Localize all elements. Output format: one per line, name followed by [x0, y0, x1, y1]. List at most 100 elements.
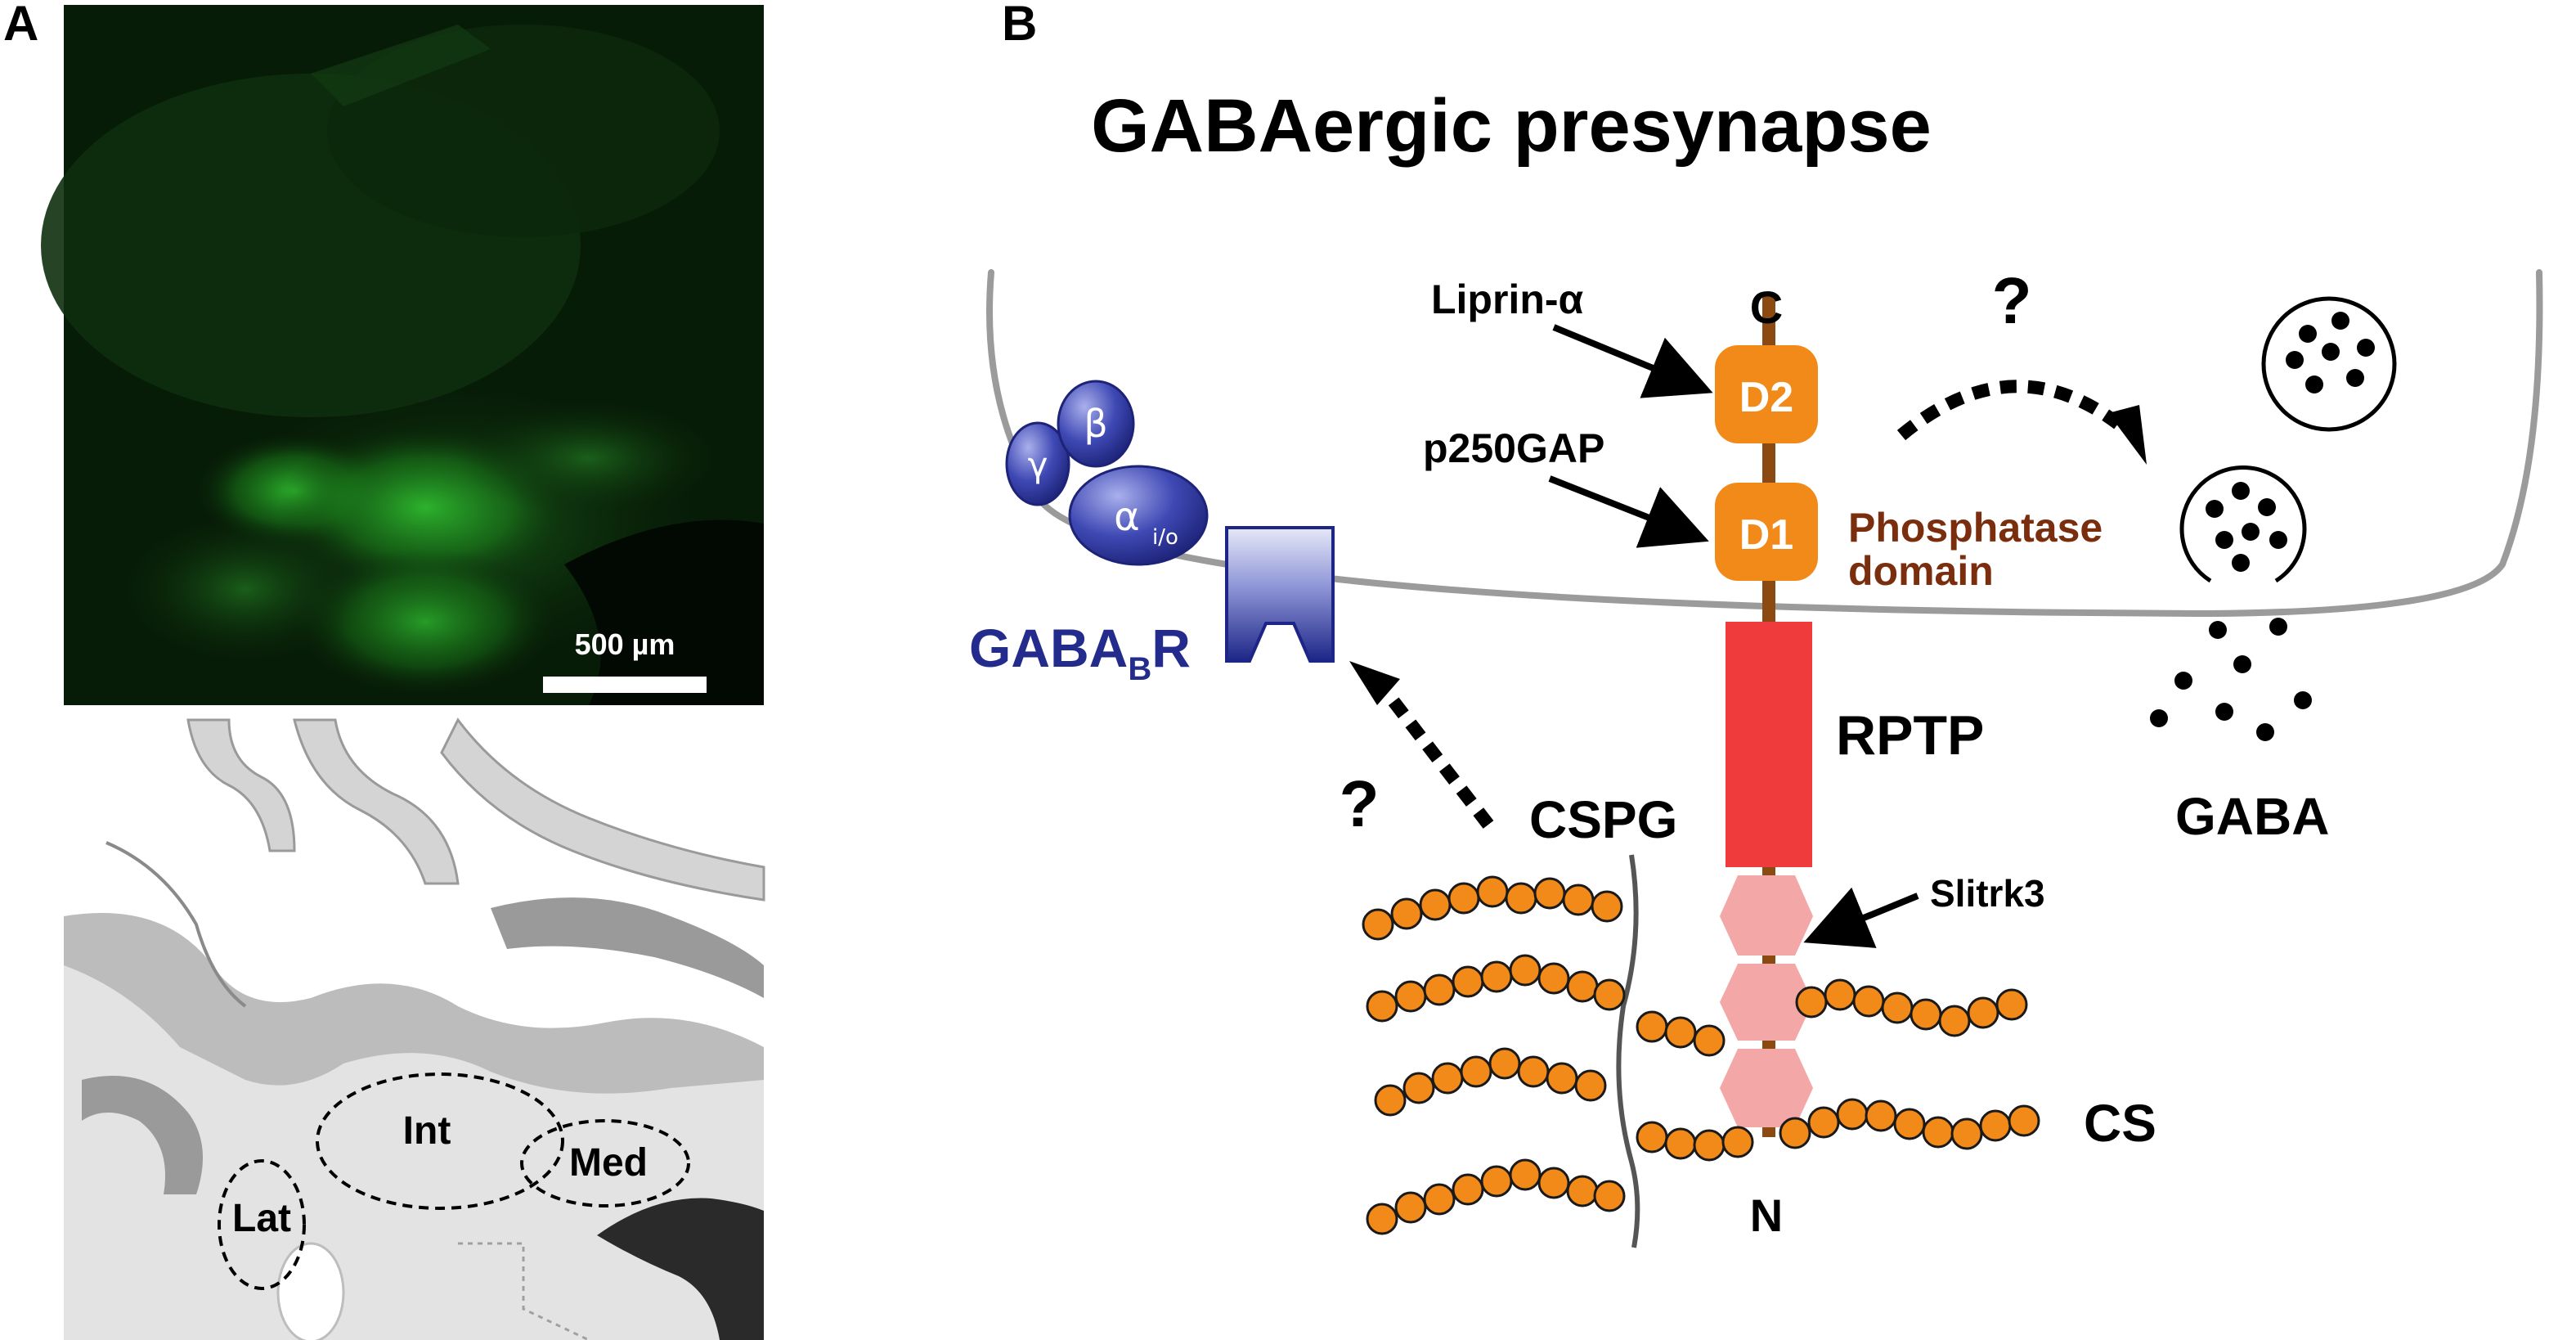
cs-bead	[1394, 980, 1427, 1013]
cs-bead	[1374, 1084, 1407, 1117]
cs-bead	[1664, 1016, 1697, 1049]
cs-bead	[1574, 1069, 1607, 1102]
cs-bead	[1795, 986, 1828, 1018]
cs-bead	[1533, 877, 1566, 910]
diagram-title: GABAergic presynapse	[1091, 84, 1932, 168]
gamma-label: γ	[1028, 445, 1048, 485]
cs-bead	[1546, 1062, 1578, 1095]
cs-bead	[1824, 978, 1856, 1011]
d1-label: D1	[1739, 511, 1793, 559]
liprin-arrow	[1552, 324, 1713, 398]
slitrk3-arrow	[1803, 887, 1919, 948]
cs-bead	[1593, 1180, 1626, 1212]
cs-bead	[1593, 978, 1626, 1011]
nucleus-int-label: Int	[403, 1109, 451, 1153]
cs-bead	[1505, 882, 1537, 915]
cs-bead	[1423, 1183, 1456, 1216]
gabab-receptor	[1225, 526, 1335, 663]
cs-bead	[1423, 974, 1456, 1006]
beta-subunit	[1057, 380, 1135, 468]
cs-bead	[1480, 1165, 1513, 1198]
nucleus-lat-outline	[218, 1159, 306, 1290]
question-mark-release: ?	[1992, 264, 2032, 337]
gamma-subunit	[1005, 421, 1070, 506]
cs-bead	[1562, 884, 1595, 916]
cs-bead	[1922, 1116, 1954, 1149]
liprin-label: Liprin-α	[1431, 277, 1584, 322]
cs-bead	[1402, 1072, 1435, 1104]
fusing-vesicle	[2179, 465, 2307, 583]
cs-bead	[1636, 1010, 1668, 1043]
gabab-receptor-label: GABABR	[969, 618, 1191, 687]
panel-b-letter: B	[1002, 0, 1038, 51]
cs-bead	[1910, 998, 1942, 1031]
cspg-arrowhead	[1349, 661, 1400, 705]
gaba-label: GABA	[2175, 787, 2329, 846]
cs-bead	[1537, 962, 1570, 995]
slitrk3-label: Slitrk3	[1930, 872, 2045, 915]
cs-bead	[1362, 908, 1394, 941]
cs-bead	[1881, 992, 1914, 1024]
beta-label: β	[1084, 402, 1107, 446]
cs-bead	[1460, 1055, 1492, 1088]
alpha-subscript: i/o	[1152, 525, 1178, 550]
cs-bead	[1476, 875, 1509, 908]
cs-bead	[1591, 890, 1623, 923]
cspg-dashed-arrow	[1384, 693, 1494, 829]
slitrk3-binding-domain-1	[1720, 875, 1813, 956]
cs-bead	[1865, 1099, 1897, 1132]
chondroitin-sulfate-chains	[1362, 875, 2040, 1235]
cs-label: CS	[2084, 1094, 2156, 1153]
d1-domain	[1715, 483, 1818, 581]
release-arrowhead	[2108, 405, 2147, 465]
released-gaba	[2150, 618, 2312, 741]
cs-bead	[1950, 1117, 1983, 1150]
scale-bar-label: 500 µm	[575, 627, 675, 661]
rptp-label: RPTP	[1836, 704, 1984, 767]
cs-bead	[1967, 996, 1999, 1029]
release-dashed-arrow	[1896, 380, 2122, 441]
cs-bead	[1447, 882, 1480, 915]
rptp-transmembrane	[1726, 622, 1812, 867]
cspg-label: CSPG	[1529, 790, 1677, 849]
cs-bead	[1419, 888, 1452, 921]
cs-bead	[1566, 1175, 1599, 1207]
panel-a-letter: A	[3, 0, 39, 51]
p250gap-label: p250GAP	[1423, 425, 1604, 471]
cs-bead	[1366, 1203, 1398, 1235]
g-protein: γ β α i/o	[1005, 380, 1209, 566]
nucleus-med-outline	[520, 1119, 690, 1207]
alpha-label: α	[1114, 494, 1140, 540]
alpha-subunit	[1068, 465, 1209, 566]
cs-bead	[1807, 1106, 1840, 1139]
fluorescence-micrograph: 500 µm	[41, 5, 764, 705]
question-mark-receptor: ?	[1340, 767, 1380, 840]
cspg-core-protein	[1616, 854, 1640, 1248]
cerebellum-atlas: Int Lat Med	[64, 708, 765, 1340]
cs-bead	[1480, 960, 1513, 993]
cs-bead	[1664, 1127, 1697, 1160]
cs-bead	[1394, 1191, 1427, 1224]
d2-label: D2	[1739, 374, 1793, 421]
nucleus-lat-label: Lat	[232, 1197, 291, 1240]
cs-bead	[1995, 988, 2028, 1021]
cs-bead	[1636, 1121, 1668, 1153]
cs-bead	[1452, 1173, 1484, 1206]
cs-bead	[1979, 1109, 2012, 1142]
slitrk3-binding-domain-2	[1720, 964, 1813, 1041]
cs-bead	[2008, 1104, 2040, 1137]
phosphatase-label-line2: domain	[1848, 548, 1994, 594]
synaptic-vesicle	[2261, 296, 2397, 432]
cs-bead	[1509, 954, 1542, 987]
cs-bead	[1431, 1062, 1464, 1095]
nucleus-int-outline	[316, 1072, 564, 1210]
cs-bead	[1693, 1129, 1726, 1162]
c-terminus-label: C	[1750, 281, 1783, 333]
cs-bead	[1836, 1098, 1869, 1131]
cs-bead	[1721, 1126, 1754, 1158]
cs-bead	[1893, 1108, 1926, 1140]
slitrk3-binding-domain-3	[1720, 1049, 1813, 1127]
cs-bead	[1509, 1158, 1542, 1191]
cs-bead	[1852, 985, 1885, 1018]
